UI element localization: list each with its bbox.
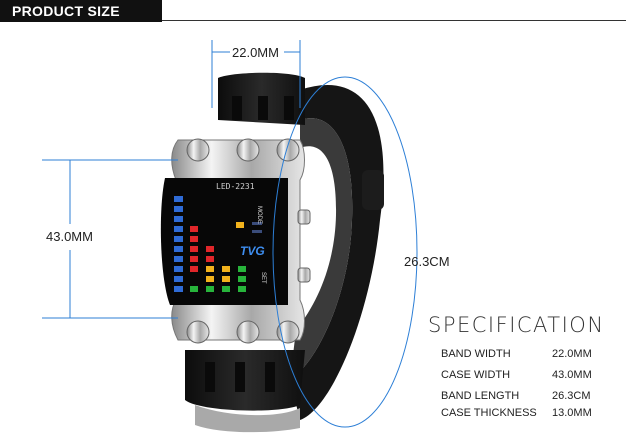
band-width-label: 22.0MM [232,45,279,60]
spec-value: 26.3CM [552,390,591,402]
spec-value: 13.0MM [552,407,592,419]
header-bar: PRODUCT SIZE [0,0,162,22]
case-width-label: 43.0MM [46,229,93,244]
spec-label: CASE WIDTH [441,369,511,381]
header-divider [162,20,626,21]
watch-band-top [218,72,305,125]
spec-value: 43.0MM [552,369,592,381]
band-length-ellipse [272,76,418,428]
watch-model-label: LED-2231 [216,182,255,191]
watch-band-back [290,85,384,421]
band-length-label: 26.3CM [404,254,450,269]
watch-band-bottom [185,350,305,433]
watch-screen [160,178,288,305]
watch-brand-logo: TVG [240,244,265,258]
spec-label: BAND LENGTH [441,390,520,402]
spec-value: 22.0MM [552,348,592,360]
spec-label: BAND WIDTH [441,348,511,360]
spec-label: CASE THICKNESS [441,407,537,419]
specification-title: SPECIFICATION [428,313,605,337]
header-title: PRODUCT SIZE [12,3,120,19]
